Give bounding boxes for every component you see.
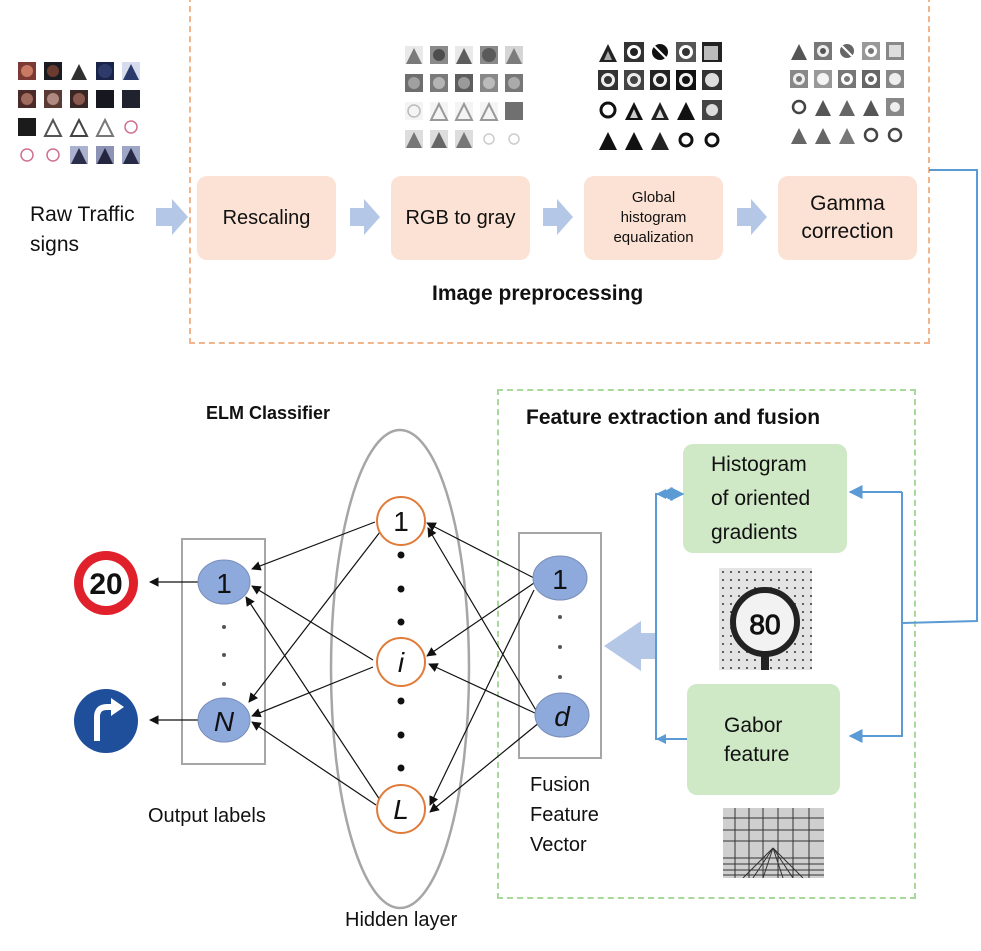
hidden-layer-ellipsis-dots bbox=[397, 551, 405, 772]
rescaled-gray-thumbnails bbox=[405, 46, 523, 148]
hidden-node-L bbox=[376, 784, 426, 834]
output-to-label-arrows bbox=[149, 577, 199, 725]
output-ellipsis-dots bbox=[222, 625, 226, 686]
hog-feature-box: Histogram of oriented gradients bbox=[683, 444, 847, 553]
gabor-sample-image bbox=[723, 808, 824, 878]
speed-limit-sign-text: 20 bbox=[89, 568, 122, 601]
hidden-to-output-connections bbox=[245, 521, 381, 806]
hidden-node-L-label: L bbox=[393, 794, 409, 825]
hog-line-1: Histogram bbox=[711, 452, 807, 476]
histogram-equalization-step: Global histogram equalization bbox=[584, 176, 723, 260]
gamma-line-2: correction bbox=[801, 220, 894, 243]
output-node-N bbox=[197, 697, 251, 743]
fusion-to-hidden-connections bbox=[426, 522, 541, 813]
hog-to-fusion-arrowhead bbox=[656, 489, 666, 499]
histeq-line-3: equalization bbox=[613, 229, 694, 246]
output-labels-box bbox=[181, 538, 266, 765]
rgb-to-gray-step-label: RGB to gray bbox=[405, 206, 516, 229]
output-node-1-label: 1 bbox=[216, 568, 232, 599]
elm-classifier-title: ELM Classifier bbox=[206, 403, 331, 423]
histeq-line-1: Global bbox=[631, 189, 676, 206]
fusion-line-3: Vector bbox=[530, 834, 587, 856]
gamma-line-1: Gamma bbox=[810, 192, 885, 215]
fusion-ellipsis-dots bbox=[558, 615, 562, 679]
gabor-line-2: feature bbox=[724, 742, 790, 766]
raw-signs-label-line1: Raw Traffic bbox=[30, 203, 135, 226]
fusion-node-d-label: d bbox=[554, 701, 571, 732]
output-node-1 bbox=[197, 559, 251, 605]
rescaling-step: Rescaling bbox=[197, 176, 336, 260]
speed-limit-sign: 20 bbox=[74, 551, 138, 615]
hidden-node-i bbox=[376, 637, 426, 687]
hog-sample-image: 80 bbox=[719, 568, 812, 670]
rgb-to-gray-step: RGB to gray bbox=[391, 176, 530, 260]
fusion-line-1: Fusion bbox=[530, 774, 591, 796]
arrow-gray-to-histeq bbox=[543, 199, 573, 235]
preprocessing-region bbox=[189, 0, 930, 344]
arrow-input-to-rescaling bbox=[156, 199, 188, 235]
output-node-N-label: N bbox=[214, 706, 235, 737]
gabor-to-fusion-arrowhead bbox=[656, 734, 666, 744]
raw-signs-label: Raw Traffic signs bbox=[30, 200, 135, 260]
gamma-corrected-thumbnails bbox=[790, 42, 904, 144]
output-labels-label: Output labels bbox=[148, 805, 266, 827]
preprocessing-title: Image preprocessing bbox=[432, 282, 644, 305]
hidden-node-1-label: 1 bbox=[393, 506, 409, 537]
feature-extraction-title: Feature extraction and fusion bbox=[526, 406, 821, 429]
fusion-vector-box bbox=[518, 532, 602, 759]
fusion-line-2: Feature bbox=[530, 804, 599, 826]
rescaling-step-label: Rescaling bbox=[222, 206, 311, 229]
arrow-histeq-to-gamma bbox=[737, 199, 767, 235]
hidden-layer-label: Hidden layer bbox=[345, 909, 458, 931]
hidden-layer-ellipse bbox=[329, 428, 471, 910]
arrow-features-to-fusion bbox=[604, 621, 655, 671]
raw-signs-label-line2: signs bbox=[30, 233, 80, 256]
feature-connectors bbox=[655, 169, 978, 743]
gamma-correction-step: Gamma correction bbox=[778, 176, 917, 260]
hog-sample-sign-text: 80 bbox=[749, 609, 780, 640]
hidden-node-i-label: i bbox=[398, 647, 405, 678]
feature-extraction-region bbox=[497, 389, 916, 899]
hog-line-3: gradients bbox=[711, 520, 798, 544]
fusion-node-1 bbox=[532, 555, 588, 601]
turn-right-arrow-icon bbox=[74, 689, 138, 753]
fusion-node-1-label: 1 bbox=[552, 564, 568, 595]
histeq-line-2: histogram bbox=[620, 209, 687, 226]
arrow-rescaling-to-gray bbox=[350, 199, 380, 235]
equalized-thumbnails bbox=[598, 42, 722, 150]
fusion-vector-label: Fusion Feature Vector bbox=[530, 770, 599, 860]
raw-sign-thumbnails bbox=[18, 62, 140, 164]
hog-line-2: of oriented bbox=[711, 486, 811, 510]
gabor-feature-box: Gabor feature bbox=[687, 684, 840, 795]
gabor-line-1: Gabor bbox=[724, 713, 783, 737]
fusion-node-d bbox=[534, 692, 590, 738]
hidden-node-1 bbox=[376, 496, 426, 546]
